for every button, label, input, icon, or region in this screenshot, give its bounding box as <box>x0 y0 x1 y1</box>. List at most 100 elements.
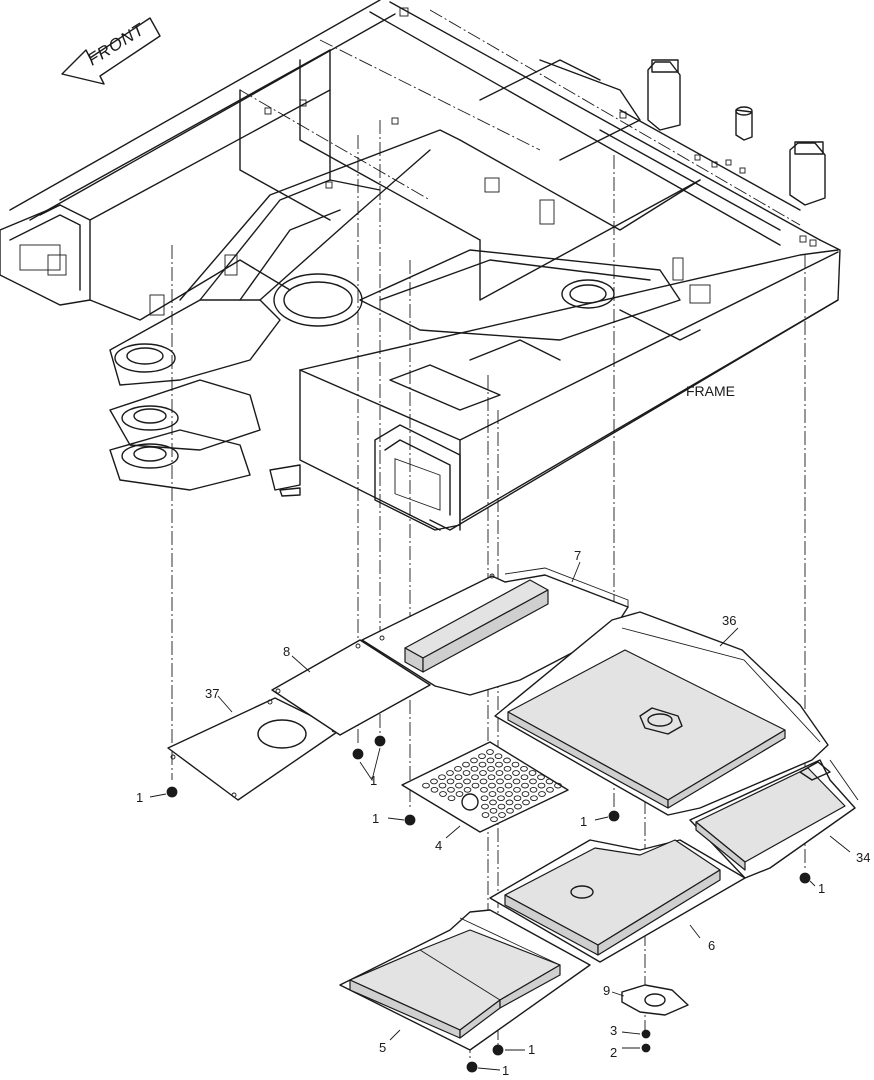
grille-hole <box>486 757 495 764</box>
grille-hole <box>494 753 503 760</box>
grille-hole <box>439 791 447 797</box>
grille-hole <box>537 782 546 789</box>
part-9-plate <box>621 984 689 1016</box>
grille-hole <box>496 778 504 785</box>
callout-1-bottom-a: 1 <box>528 1042 535 1057</box>
grille-hole <box>479 778 488 785</box>
grille-hole <box>521 791 530 797</box>
bolts <box>166 735 811 1073</box>
grille-hole <box>514 803 522 810</box>
callout-9: 9 <box>603 983 610 998</box>
grille-hole <box>479 770 487 776</box>
grille-hole <box>480 795 489 802</box>
grille-hole <box>513 795 522 802</box>
callout-2: 2 <box>610 1045 617 1060</box>
grille-hole <box>522 799 530 806</box>
grille-hole <box>546 786 554 793</box>
callout-1-right: 1 <box>818 881 825 896</box>
callout-7: 7 <box>574 548 581 563</box>
grille-hole <box>481 803 489 810</box>
grille-hole <box>512 778 521 785</box>
grille-hole <box>497 803 506 810</box>
leader-lines <box>149 561 851 1071</box>
grille-hole <box>462 761 470 768</box>
callout-37: 37 <box>205 686 219 701</box>
grille-hole <box>455 782 463 789</box>
grille-hole <box>430 778 438 785</box>
grille-hole <box>470 757 478 764</box>
grille-hole <box>488 791 497 797</box>
grille-hole <box>471 774 479 781</box>
frame-assembly: FRAME <box>0 0 841 531</box>
grille-hole <box>463 786 472 793</box>
callout-6: 6 <box>708 938 715 953</box>
grille-hole <box>513 786 521 793</box>
part-8-cover-plate <box>271 639 431 736</box>
grille-hole <box>489 807 498 814</box>
grille-hole <box>488 782 496 789</box>
callout-labels: 1 1 1 1 1 1 1 2 3 4 5 6 7 8 9 34 36 37 <box>136 548 870 1078</box>
part-5-cover-plate <box>339 909 591 1051</box>
grille-hole <box>498 812 506 818</box>
frame-label: FRAME <box>686 383 735 399</box>
grille-hole <box>530 795 538 802</box>
grille-hole <box>470 765 479 772</box>
grille-hole <box>446 778 455 785</box>
grille-hole <box>447 795 456 802</box>
grille-hole <box>489 799 497 806</box>
callout-8: 8 <box>283 644 290 659</box>
grille-hole <box>496 786 505 793</box>
grille-hole <box>538 791 546 797</box>
grille-hole <box>506 807 514 814</box>
grille-hole <box>520 765 528 772</box>
callout-1-bottom-b: 1 <box>502 1063 509 1078</box>
front-label: FRONT <box>84 19 148 69</box>
grille-hole <box>447 786 455 793</box>
grille-hole <box>487 765 495 772</box>
grille-hole <box>503 757 511 764</box>
callout-1-center: 1 <box>370 773 377 788</box>
grille-hole <box>487 774 496 781</box>
grille-hole <box>481 812 490 818</box>
grille-hole <box>512 770 520 776</box>
callout-1-mid: 1 <box>580 814 587 829</box>
grille-hole <box>529 786 538 793</box>
front-direction-arrow: FRONT <box>61 17 161 85</box>
grille-hole <box>463 778 471 785</box>
grille-hole <box>486 749 494 755</box>
grille-hole <box>503 765 512 772</box>
callout-1-grille: 1 <box>372 811 379 826</box>
grille-hole <box>478 753 486 760</box>
grille-hole <box>495 770 504 776</box>
grille-hole <box>497 795 505 802</box>
grille-hole <box>495 761 503 768</box>
grille-hole <box>505 791 513 797</box>
callout-36: 36 <box>722 613 736 628</box>
callout-4: 4 <box>435 838 442 853</box>
part-34-cover-plate <box>689 759 859 879</box>
grille-hole <box>471 782 480 789</box>
grille-hole <box>462 770 471 776</box>
grille-hole <box>480 786 488 793</box>
alignment-lines <box>171 9 806 1060</box>
callout-5: 5 <box>379 1040 386 1055</box>
grille-hole <box>422 782 430 789</box>
grille-hole <box>537 774 545 781</box>
grille-hole <box>454 774 463 781</box>
grille-hole <box>454 765 462 772</box>
grille-hole <box>520 774 529 781</box>
grille-hole <box>455 791 464 797</box>
grille-hole <box>554 782 562 789</box>
grille-hole <box>545 778 554 785</box>
grille-hole <box>529 778 537 785</box>
grille-hole <box>521 782 529 789</box>
callout-34: 34 <box>856 850 870 865</box>
grille-hole <box>528 770 537 776</box>
part-6-cover-plate <box>489 839 746 963</box>
part-7-cover-plate <box>361 567 629 696</box>
grille-hole <box>490 816 498 823</box>
grille-hole <box>478 761 487 768</box>
grille-hole <box>438 774 446 781</box>
grille-hole <box>438 782 447 789</box>
